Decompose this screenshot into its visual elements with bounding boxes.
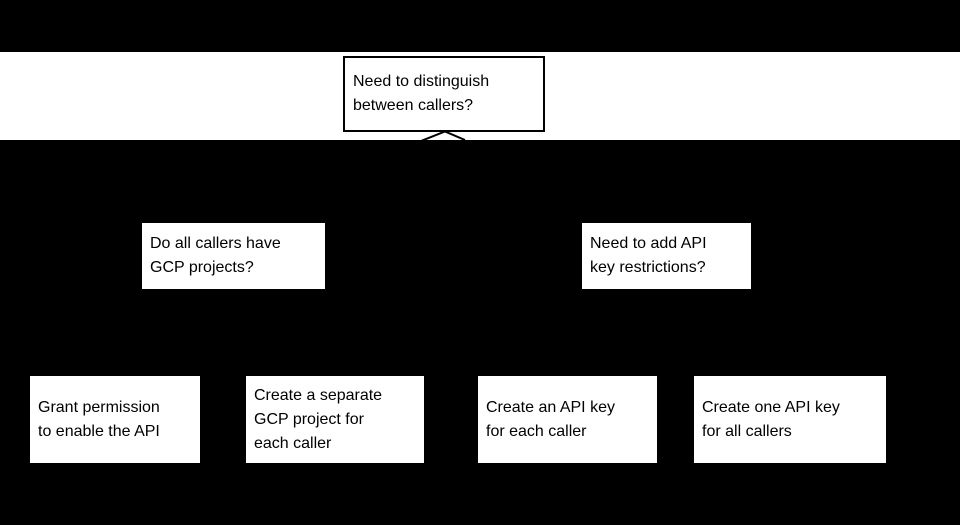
answer-key-each-caller-box: Create an API key for each caller [478, 376, 657, 463]
branch-connector-icon [420, 130, 466, 140]
answer-grant-permission-label: Grant permission to enable the API [38, 398, 160, 440]
question-key-restrictions-label: Need to add API key restrictions? [590, 235, 707, 276]
question-key-restrictions-box: Need to add API key restrictions? [582, 223, 751, 289]
answer-one-key-all-callers-box: Create one API key for all callers [694, 376, 886, 463]
answer-separate-project-box: Create a separate GCP project for each c… [246, 376, 424, 463]
answer-one-key-all-callers-label: Create one API key for all callers [702, 398, 840, 440]
root-question-box: Need to distinguish between callers? [343, 56, 545, 132]
answer-key-each-caller-label: Create an API key for each caller [486, 398, 615, 440]
question-gcp-projects-label: Do all callers have GCP projects? [150, 235, 281, 276]
answer-separate-project-label: Create a separate GCP project for each c… [254, 386, 383, 452]
root-question-label: Need to distinguish between callers? [353, 73, 490, 114]
answer-grant-permission-box: Grant permission to enable the API [30, 376, 200, 463]
question-gcp-projects-box: Do all callers have GCP projects? [142, 223, 325, 289]
